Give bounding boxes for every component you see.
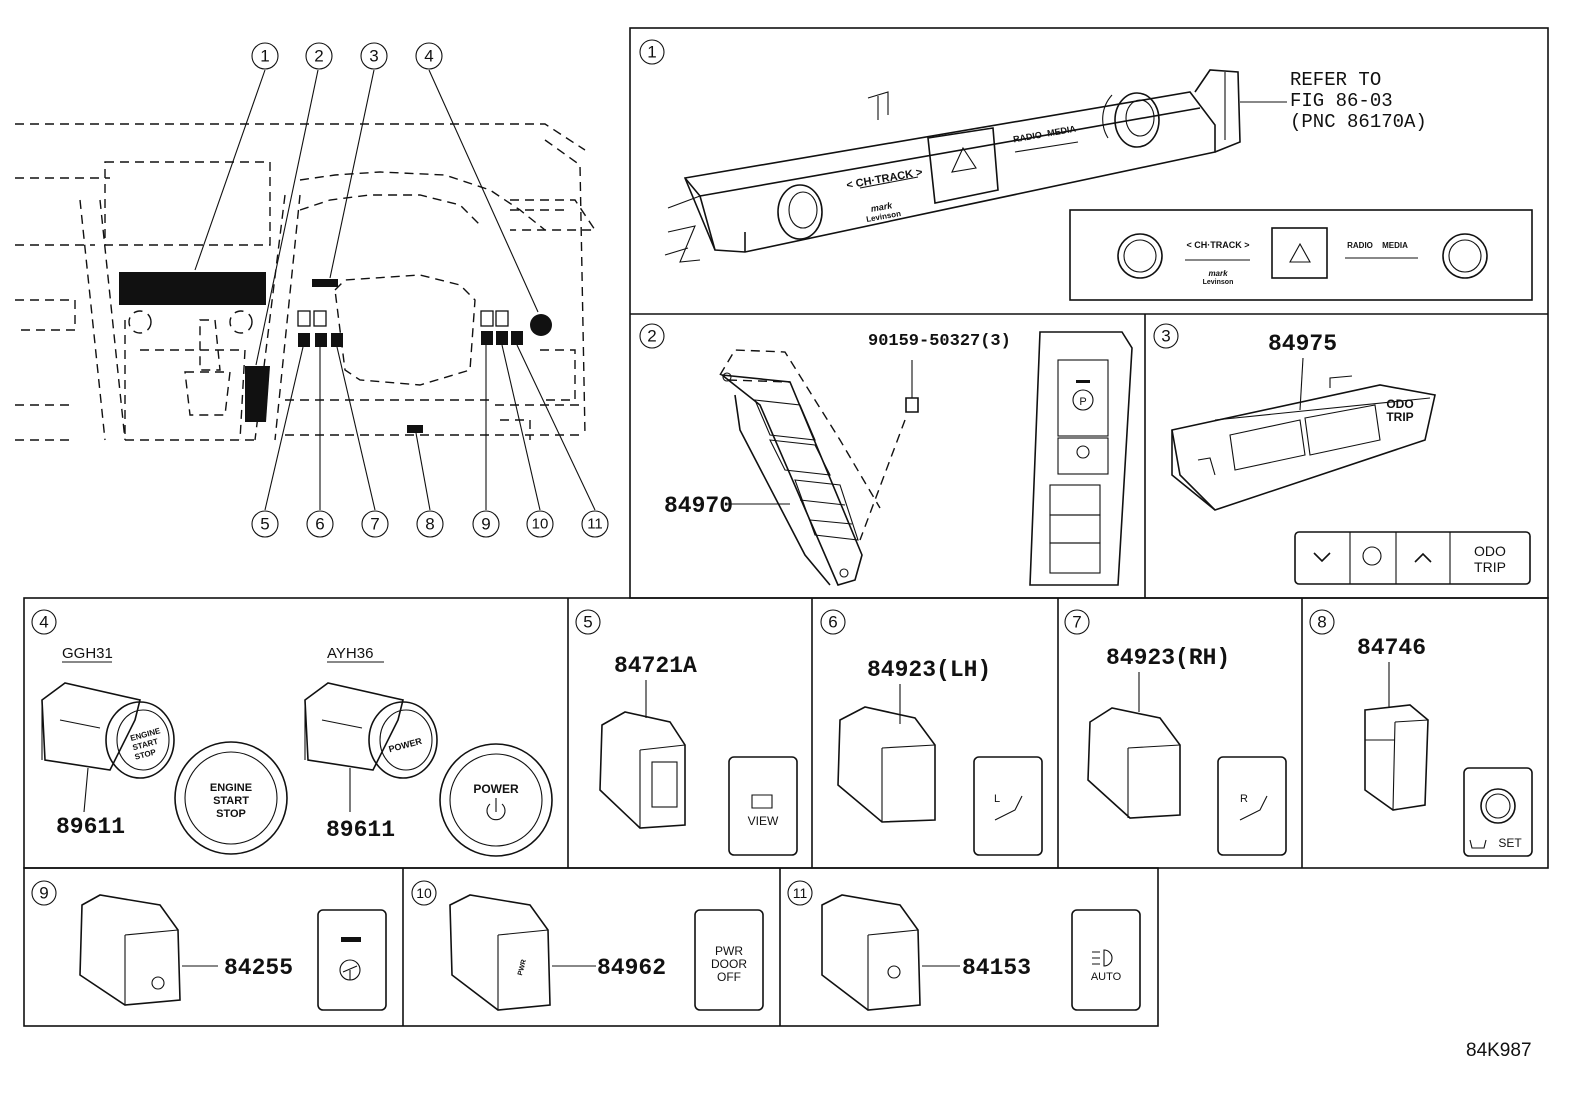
svg-text:84923(LH): 84923(LH) <box>867 657 991 683</box>
panel-1-audio-hazard-switch: 1 < CH·TRACK > RADIO MEDIA mark Levinson… <box>639 39 1533 301</box>
panel-11-headlight-auto-switch: 11 84153 AUTO <box>787 880 1141 1011</box>
svg-text:8: 8 <box>425 515 434 534</box>
svg-text:10: 10 <box>532 516 549 533</box>
svg-text:2: 2 <box>314 47 323 66</box>
svg-text:ODO: ODO <box>1474 543 1506 559</box>
svg-text:6: 6 <box>828 613 837 632</box>
svg-text:L: L <box>994 793 1000 805</box>
svg-text:84923(RH): 84923(RH) <box>1106 645 1230 671</box>
callout-1: 1 <box>251 42 279 70</box>
svg-text:REFER TO: REFER TO <box>1290 69 1381 91</box>
callout-7: 7 <box>361 510 389 538</box>
panel-9-heater-switch: 9 84255 <box>31 880 387 1011</box>
callout-9: 9 <box>472 510 500 538</box>
svg-text:R: R <box>1240 793 1248 805</box>
callout-5: 5 <box>251 510 279 538</box>
panel-5-view-switch: 5 84721A VIEW <box>575 609 798 856</box>
svg-text:11: 11 <box>587 516 603 533</box>
svg-text:11: 11 <box>793 885 808 901</box>
callout-3: 3 <box>360 42 388 70</box>
panel-7-seat-switch-rh: 7 84923(RH) R <box>1064 609 1287 856</box>
svg-text:MEDIA: MEDIA <box>1382 241 1408 250</box>
svg-text:TRIP: TRIP <box>1386 410 1413 424</box>
svg-text:89611: 89611 <box>326 817 395 843</box>
svg-text:84746: 84746 <box>1357 635 1426 661</box>
svg-text:5: 5 <box>583 613 592 632</box>
svg-text:8: 8 <box>1317 613 1326 632</box>
svg-text:OFF: OFF <box>717 970 741 984</box>
panel-frames <box>23 27 1549 1027</box>
svg-text:1: 1 <box>647 43 656 62</box>
svg-text:9: 9 <box>481 515 490 534</box>
svg-text:RADIO: RADIO <box>1347 241 1373 250</box>
svg-text:84721A: 84721A <box>614 653 697 679</box>
svg-text:TRIP: TRIP <box>1474 559 1506 575</box>
panel-6-seat-switch-lh: 6 84923(LH) L <box>820 609 1043 856</box>
svg-text:PWR: PWR <box>517 959 528 977</box>
svg-text:Levinson: Levinson <box>1203 279 1234 286</box>
callout-10: 10 <box>526 510 554 538</box>
panel-2-drive-mode-switch: 2 90159-50327(3) 84970 P <box>639 323 1133 586</box>
svg-text:POWER: POWER <box>388 736 424 755</box>
svg-text:DOOR: DOOR <box>711 957 747 971</box>
svg-text:84153: 84153 <box>962 955 1031 981</box>
svg-text:84975: 84975 <box>1268 331 1337 357</box>
panel-4-engine-start-switch: 4 GGH31 AYH36 ENGINE START STOP 89611 EN… <box>31 609 553 857</box>
svg-text:4: 4 <box>424 47 433 66</box>
figure-code: 84K987 <box>1466 1040 1532 1061</box>
svg-text:5: 5 <box>260 515 269 534</box>
panel-3-meter-switch: 3 84975 ODO TRIP ODO TRIP <box>1153 323 1531 585</box>
svg-text:MEDIA: MEDIA <box>1046 124 1077 139</box>
svg-text:< CH·TRACK >: < CH·TRACK > <box>846 166 924 191</box>
callout-2: 2 <box>305 42 333 70</box>
svg-text:3: 3 <box>369 47 378 66</box>
panel-10-power-door-switch: 10 PWR 84962 PWR DOOR OFF <box>411 880 764 1011</box>
svg-text:84970: 84970 <box>664 493 733 519</box>
svg-text:7: 7 <box>1072 613 1081 632</box>
svg-text:POWER: POWER <box>473 782 519 796</box>
svg-text:VIEW: VIEW <box>748 814 779 828</box>
callout-8: 8 <box>416 510 444 538</box>
svg-text:AUTO: AUTO <box>1091 971 1122 983</box>
svg-text:mark: mark <box>870 200 894 214</box>
svg-text:SET: SET <box>1498 836 1522 850</box>
svg-text:PWR: PWR <box>715 944 743 958</box>
svg-text:9: 9 <box>39 884 48 903</box>
svg-text:89611: 89611 <box>56 814 125 840</box>
svg-text:STOP: STOP <box>216 808 246 820</box>
svg-text:10: 10 <box>416 885 432 901</box>
svg-text:ODO: ODO <box>1386 397 1413 411</box>
dashboard-overview: 1 2 3 4 5 6 7 8 9 10 11 <box>15 42 609 538</box>
svg-text:84255: 84255 <box>224 955 293 981</box>
svg-text:GGH31: GGH31 <box>62 645 113 662</box>
svg-text:(PNC 86170A): (PNC 86170A) <box>1290 111 1427 133</box>
svg-text:mark: mark <box>1208 269 1228 278</box>
callout-11: 11 <box>581 510 609 538</box>
svg-text:ENGINE: ENGINE <box>210 782 252 794</box>
svg-text:2: 2 <box>647 327 656 346</box>
callout-6: 6 <box>306 510 334 538</box>
svg-text:7: 7 <box>370 515 379 534</box>
callout-4: 4 <box>415 42 443 70</box>
svg-text:90159-50327(3): 90159-50327(3) <box>868 332 1011 351</box>
svg-text:1: 1 <box>260 47 269 66</box>
svg-text:4: 4 <box>39 613 48 632</box>
svg-text:START: START <box>213 795 249 807</box>
svg-text:84962: 84962 <box>597 955 666 981</box>
svg-text:P: P <box>1079 396 1086 408</box>
svg-text:< CH·TRACK >: < CH·TRACK > <box>1186 240 1249 250</box>
panel-8-cruise-set-switch: 8 84746 SET <box>1309 609 1533 857</box>
svg-text:RADIO: RADIO <box>1012 130 1042 145</box>
svg-text:3: 3 <box>1161 327 1170 346</box>
svg-text:FIG 86-03: FIG 86-03 <box>1290 90 1393 112</box>
svg-text:AYH36: AYH36 <box>327 645 373 662</box>
svg-text:6: 6 <box>315 515 324 534</box>
